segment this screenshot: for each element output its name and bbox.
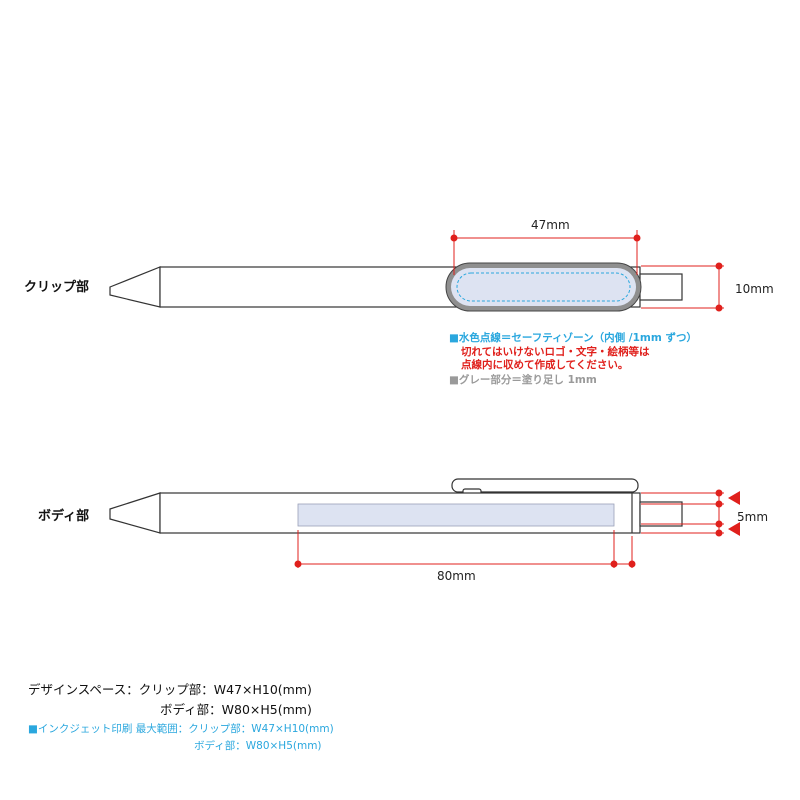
- clip-height-label: 10mm: [735, 282, 774, 296]
- design-space-body: ボディ部：W80×H5(mm): [160, 702, 312, 717]
- body-part-label: ボディ部: [38, 509, 90, 524]
- clip-safety-zone: [456, 272, 631, 302]
- clip-width-label: 47mm: [531, 218, 570, 232]
- inkjet-range-clip: ■インクジェット印刷 最大範囲：クリップ部：W47×H10(mm): [28, 723, 334, 735]
- arrow-lower-icon: [728, 522, 740, 536]
- clip-width-dimension: [450, 230, 641, 275]
- pen-clip-top: [451, 478, 639, 493]
- body-design-area: [297, 503, 615, 527]
- body-height-dimension: [641, 489, 740, 537]
- design-space-clip: デザインスペース：クリップ部：W47×H10(mm): [28, 682, 312, 697]
- pen-knock: [639, 273, 683, 301]
- note-warning-line1: 切れてはいけないロゴ・文字・絵柄等は: [461, 346, 650, 358]
- body-width-dimension: [294, 530, 636, 568]
- body-height-label: 5mm: [737, 510, 769, 524]
- pen-knock: [639, 501, 683, 527]
- pen-tip: [109, 266, 161, 308]
- clip-design-area: [451, 268, 636, 306]
- arrow-upper-icon: [728, 491, 740, 505]
- body-width-label: 80mm: [437, 569, 476, 583]
- body-print-area: [297, 503, 615, 527]
- pen-tip: [109, 492, 161, 534]
- clip-part-label: クリップ部: [24, 280, 90, 295]
- inkjet-range-body: ボディ部：W80×H5(mm): [194, 740, 322, 752]
- note-safety-zone: ■水色点線＝セーフティゾーン（内側 /1mm ずつ）: [449, 332, 697, 344]
- clip-height-dimension: [641, 262, 724, 312]
- note-warning-line2: 点線内に収めて作成してください。: [461, 359, 629, 371]
- clip-print-area: [445, 262, 642, 312]
- note-bleed: ■グレー部分＝塗り足し 1mm: [449, 374, 597, 386]
